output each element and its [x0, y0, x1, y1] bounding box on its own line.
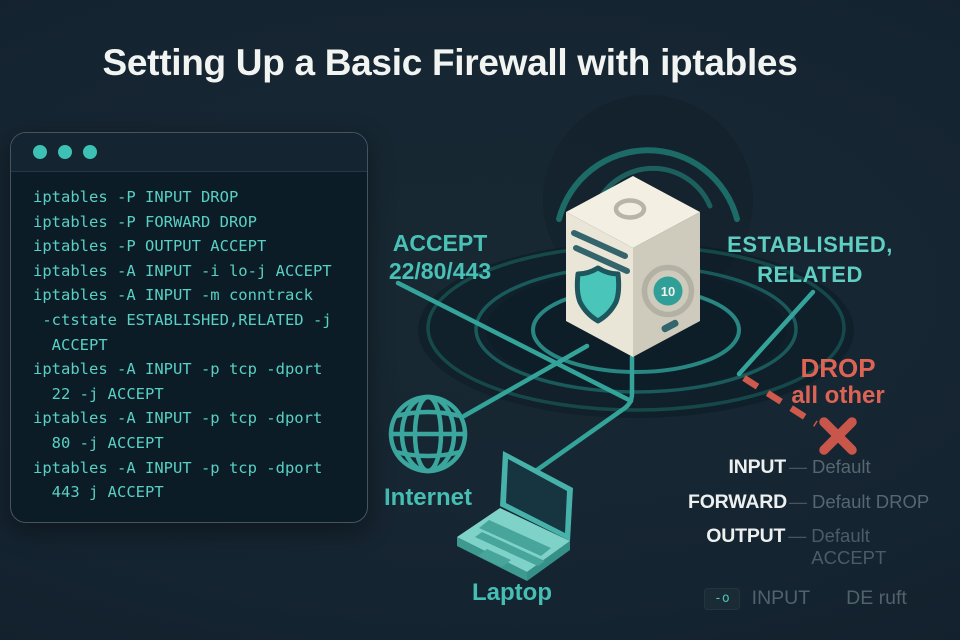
code-line: 22 -j ACCEPT: [33, 384, 164, 403]
window-control-dot: [58, 145, 72, 159]
server-top-ring: [613, 198, 647, 220]
window-control-dot: [33, 145, 47, 159]
accept-ports-label: ACCEPT 22/80/443: [365, 229, 515, 285]
accept-label-line2: 22/80/443: [388, 258, 492, 284]
code-line: iptables -P OUTPUT ACCEPT: [33, 237, 267, 256]
code-line: iptables -A INPUT -p tcp -dport: [33, 360, 323, 379]
drop-path: [742, 375, 857, 455]
accept-line: [395, 280, 634, 404]
legend-policy: Default: [812, 456, 871, 477]
laptop-line: [534, 354, 635, 473]
drop-all-other-label: DROP all other: [768, 354, 908, 410]
server-vent-bars: [571, 230, 630, 274]
legend-row-input: INPUT — Default: [688, 456, 948, 479]
legend-footer-row: -o INPUT DE ruft: [704, 587, 948, 610]
flag-badge: -o: [704, 587, 740, 610]
legend-chain: FORWARD: [688, 490, 787, 513]
legend-separator: —: [789, 457, 807, 477]
established-label-line2: RELATED: [757, 262, 863, 287]
code-line: 443 j ACCEPT: [33, 483, 164, 502]
legend-footer-policy: DE ruft: [846, 587, 907, 609]
drop-x-icon: [819, 417, 857, 455]
connection-lines: [395, 280, 816, 473]
window-control-dot: [83, 145, 97, 159]
code-line: iptables -P INPUT DROP: [33, 188, 239, 206]
terminal-body: iptables -P INPUT DROP iptables -P FORWA…: [11, 172, 367, 505]
legend-separator: —: [788, 526, 807, 546]
terminal-titlebar: [11, 133, 367, 172]
chain-policy-legend: INPUT — Default FORWARD — Default DROP O…: [688, 456, 948, 610]
signal-arcs-icon: [556, 147, 740, 222]
code-line: ACCEPT: [33, 335, 108, 354]
code-line: iptables -P FORWARD DROP: [33, 212, 257, 231]
firewall-server-illustration: 10: [566, 176, 700, 357]
legend-chain: OUTPUT: [706, 525, 786, 547]
code-line: -ctstate ESTABLISHED,RELATED -j: [33, 310, 332, 329]
code-line: iptables -A INPUT -m conntrack: [33, 286, 313, 305]
legend-separator: —: [789, 491, 807, 512]
internet-label: Internet: [383, 484, 472, 511]
terminal-window: iptables -P INPUT DROP iptables -P FORWA…: [10, 132, 368, 523]
accept-label-line1: ACCEPT: [392, 230, 488, 256]
drop-label-line2: all other: [791, 382, 885, 409]
legend-row-output: OUTPUT — Default ACCEPT: [688, 525, 948, 569]
legend-chain: INPUT: [728, 456, 786, 478]
legend-row-forward: FORWARD — Default DROP: [688, 491, 948, 514]
laptop-icon: [457, 451, 573, 581]
code-line: iptables -A INPUT -p tcp -dport: [33, 458, 323, 477]
legend-policy: Default DROP: [812, 490, 930, 512]
legend-policy: Default ACCEPT: [811, 525, 887, 568]
laptop-label: Laptop: [472, 579, 552, 606]
page-title: Setting Up a Basic Firewall with iptable…: [102, 42, 798, 83]
shield-icon: [574, 265, 622, 324]
internet-globe-icon: [388, 394, 468, 474]
established-related-label: ESTABLISHED, RELATED: [712, 230, 908, 290]
internet-line: [461, 343, 590, 419]
dial-value: 10: [661, 284, 675, 299]
code-line: iptables -A INPUT -p tcp -dport: [33, 409, 323, 428]
code-line: iptables -A INPUT -i lo-j ACCEPT: [33, 261, 332, 280]
established-label-line1: ESTABLISHED,: [727, 232, 893, 257]
established-line: [736, 289, 816, 377]
drop-label-line1: DROP: [800, 353, 876, 383]
legend-footer-chain: INPUT: [751, 587, 811, 609]
server-slot: [661, 319, 679, 333]
code-line: 80 -j ACCEPT: [33, 433, 164, 452]
dial-icon: 10: [641, 264, 695, 318]
